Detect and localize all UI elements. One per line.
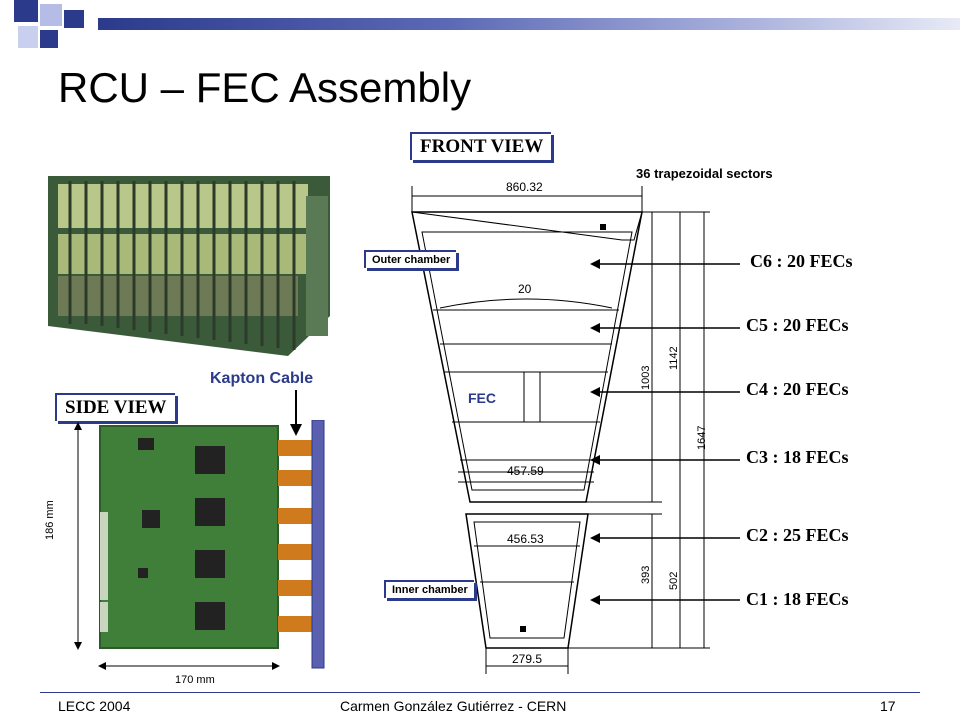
front-view-label: FRONT VIEW xyxy=(410,132,552,160)
kapton-cable-label: Kapton Cable xyxy=(210,370,314,387)
count-c1: C1 : 18 FECs xyxy=(746,589,849,609)
count-c4: C4 : 20 FECs xyxy=(746,379,849,399)
count-c3-value: 18 FECs xyxy=(783,447,849,467)
slide-title: RCU – FEC Assembly xyxy=(58,64,472,111)
dim-width-label: 170 mm xyxy=(175,674,215,686)
dim-bottom-width: 279.5 xyxy=(512,652,543,666)
kapton-cable-arrow xyxy=(290,390,302,436)
side-view-label: SIDE VIEW xyxy=(55,393,175,421)
decor-square-5 xyxy=(40,30,58,48)
footer-left: LECC 2004 xyxy=(58,698,131,714)
header-gradient-bar xyxy=(98,18,960,30)
count-c6: C6 : 20 FECs xyxy=(750,251,853,271)
count-c6-name: C6 xyxy=(750,251,772,271)
count-c4-value: 20 FECs xyxy=(783,379,849,399)
count-c5: C5 : 20 FECs xyxy=(746,315,849,335)
fec-stack-photo xyxy=(48,176,330,356)
dim-height-label: 186 mm xyxy=(44,500,56,540)
dim-top-width: 860.32 xyxy=(506,180,543,194)
sectors-note: 36 trapezoidal sectors xyxy=(636,166,773,181)
dim-mid-upper: 457.59 xyxy=(507,464,544,478)
front-view-drawing xyxy=(411,186,710,674)
inner-chamber-label: Inner chamber xyxy=(384,580,474,598)
decor-square-2 xyxy=(40,4,62,26)
decor-square-1 xyxy=(14,0,38,22)
footer-divider xyxy=(40,692,920,693)
count-c2: C2 : 25 FECs xyxy=(746,525,849,545)
count-c2-value: 25 FECs xyxy=(783,525,849,545)
footer-center: Carmen González Gutiérrez - CERN xyxy=(340,698,567,714)
count-c6-value: 20 FECs xyxy=(787,251,853,271)
count-c3: C3 : 18 FECs xyxy=(746,447,849,467)
count-arrows xyxy=(590,259,740,605)
outer-chamber-label: Outer chamber xyxy=(364,250,457,268)
decor-square-3 xyxy=(64,10,84,28)
dim-mid-lower: 456.53 xyxy=(507,532,544,546)
decor-square-4 xyxy=(18,26,38,48)
count-c4-name: C4 xyxy=(746,379,768,399)
count-c1-value: 18 FECs xyxy=(783,589,849,609)
count-c5-value: 20 FECs xyxy=(783,315,849,335)
side-view-board-photo xyxy=(74,420,325,670)
count-c2-name: C2 xyxy=(746,525,768,545)
count-c1-name: C1 xyxy=(746,589,768,609)
dim-outer-inner: 20 xyxy=(518,282,532,296)
count-c5-name: C5 xyxy=(746,315,768,335)
footer-page-number: 17 xyxy=(880,698,896,714)
count-c3-name: C3 xyxy=(746,447,768,467)
fec-label: FEC xyxy=(468,390,496,406)
